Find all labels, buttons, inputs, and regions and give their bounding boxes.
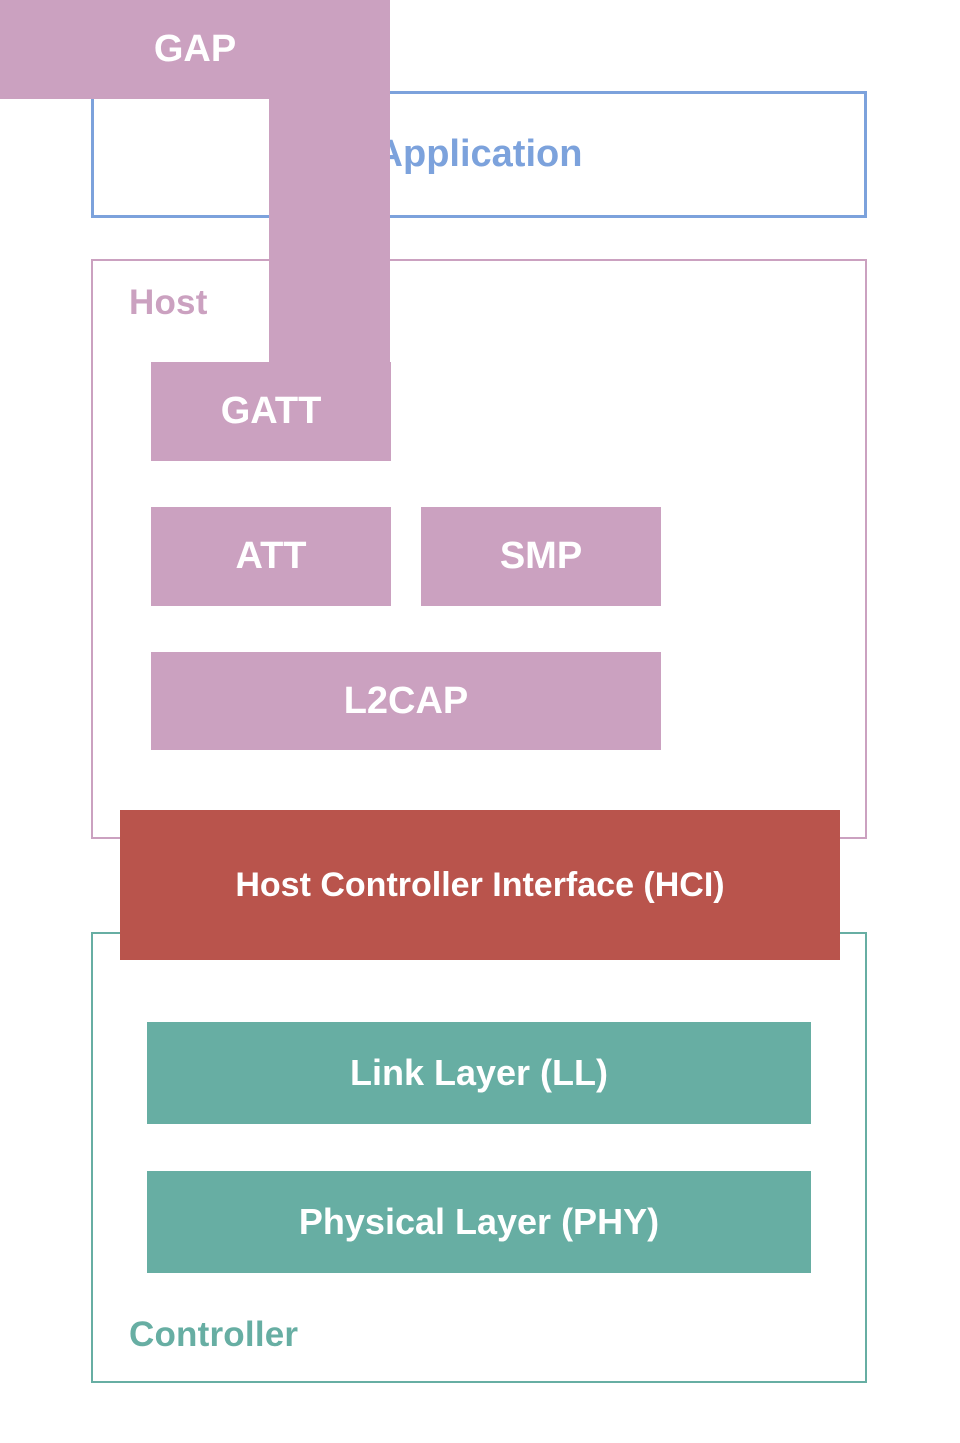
application-layer-frame [91, 91, 867, 218]
application-layer-label: Application [375, 133, 583, 175]
controller-layer-label: Controller [129, 1315, 299, 1354]
gap-top-bar [0, 0, 390, 99]
host-controller-interface-band: Host Controller Interface (HCI) [120, 810, 840, 960]
host-layer-label: Host [129, 283, 208, 322]
controller-block-physical-layer: Physical Layer (PHY) [147, 1171, 811, 1273]
host-block-gap: GAP [0, 0, 390, 388]
host-block-smp: SMP [421, 507, 661, 606]
host-block-l2cap: L2CAP [151, 652, 661, 750]
controller-block-link-layer: Link Layer (LL) [147, 1022, 811, 1124]
host-block-gap-label: GAP [153, 28, 237, 70]
host-block-att: ATT [151, 507, 391, 606]
gap-side-stem [269, 99, 390, 388]
